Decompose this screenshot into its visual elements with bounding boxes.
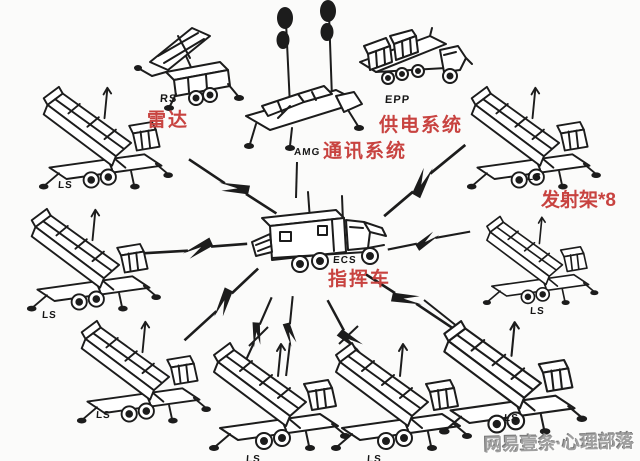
- lightning-bolt: [185, 144, 281, 228]
- antenna-mast-group-drawing: [244, 0, 364, 151]
- radar-unit-drawing: [134, 27, 244, 111]
- ls-code-label-4: LS: [245, 454, 262, 461]
- launcher-drawings: [26, 85, 601, 451]
- lightning-bolt: [385, 227, 473, 255]
- launcher-drawing-5: [331, 342, 472, 451]
- power-system-name-label: 供电系统: [379, 115, 464, 136]
- epp-code-label: EPP: [384, 94, 411, 106]
- launcher-drawing-1: [38, 85, 173, 190]
- ls-code-label-5: LS: [366, 454, 383, 461]
- lightning-bolts: [143, 140, 478, 394]
- power-plant-drawing: [359, 27, 473, 85]
- ls-code-label-8: LS: [526, 172, 543, 183]
- launcher-drawing-4: [209, 342, 350, 451]
- ls-code-label-1: LS: [57, 180, 74, 191]
- ls-code-label-3: LS: [95, 410, 112, 421]
- comms-system-name-label: 通讯系统: [323, 141, 408, 162]
- lightning-bolt: [271, 294, 307, 378]
- command-vehicle-drawing: [251, 191, 387, 273]
- ls-code-label-7: LS: [529, 306, 546, 317]
- launcher-name-label: 发射架*8: [541, 190, 616, 211]
- lightning-bolt: [143, 233, 249, 263]
- amg-code-label: AMG: [293, 147, 321, 158]
- radar-name-label: 雷达: [147, 110, 190, 131]
- launcher-drawing-2: [26, 207, 161, 312]
- watermark: 网易壹条·心理部落: [483, 431, 635, 456]
- launcher-drawing-7: [482, 215, 599, 306]
- ls-code-label-2: LS: [41, 310, 58, 321]
- command-vehicle-name-label: 指挥车: [328, 269, 392, 290]
- rs-code-label: RS: [159, 93, 178, 105]
- ls-code-label-6: LS: [503, 413, 520, 424]
